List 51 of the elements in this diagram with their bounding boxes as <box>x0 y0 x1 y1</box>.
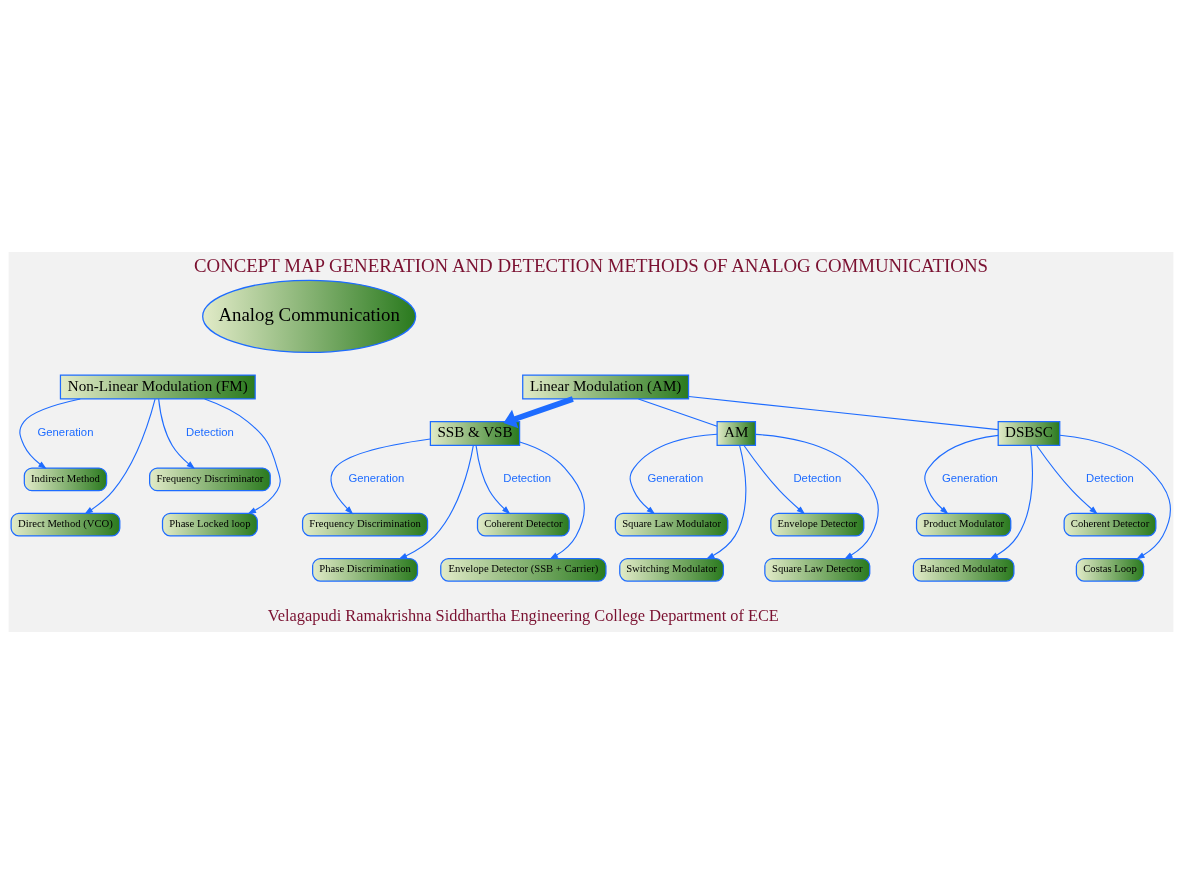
node-box: Phase Discrimination <box>312 557 419 582</box>
arrow <box>1036 444 1098 515</box>
node-box: Switching Modulator <box>619 557 725 582</box>
arrow <box>503 396 574 429</box>
caption: Velagapudi Ramakrishna Siddhartha Engineering College Department of ECE <box>267 605 779 625</box>
node-box: Phase Locked loop <box>161 512 258 537</box>
arrow <box>924 434 999 515</box>
label: Generation <box>647 472 704 485</box>
node-box: AM <box>716 420 757 447</box>
connector <box>688 396 999 431</box>
node-box: Envelope Detector (SSB + Carrier) <box>440 557 607 582</box>
node-box: Coherent Detector <box>476 512 570 537</box>
arrow <box>1059 434 1171 560</box>
node-box: Envelope Detector <box>770 512 865 537</box>
node-box: Square Law Detector <box>764 557 871 582</box>
label: Generation <box>941 472 998 485</box>
arrow <box>519 441 585 560</box>
connector <box>637 398 718 427</box>
node-box: Costas Loop <box>1075 557 1145 582</box>
node-box: Product Modulator <box>915 512 1012 537</box>
label: Generation <box>37 426 94 439</box>
node-box: DSBSC <box>997 420 1061 447</box>
node-box: Coherent Detector <box>1063 512 1157 537</box>
node-box: Balanced Modulator <box>912 557 1015 582</box>
arrow <box>204 398 281 515</box>
arrow <box>475 445 511 515</box>
node-box: Square Law Modulator <box>614 512 729 537</box>
arrow <box>629 433 718 515</box>
arrow <box>398 444 474 560</box>
label: Detection <box>186 426 234 439</box>
arrow <box>755 433 879 560</box>
node-box: Frequency Discriminator <box>149 467 271 492</box>
node-box: SSB & VSB <box>429 420 521 447</box>
diagram-title: CONCEPT MAP GENERATION AND DETECTION METHODS OF ANALOG COMMUNICATIONS <box>194 255 988 277</box>
node-box: Non-Linear Modulation (FM) <box>59 374 256 400</box>
label: Detection <box>793 472 842 485</box>
label: Detection <box>1086 472 1134 485</box>
node-box: Indirect Method <box>23 467 108 492</box>
arrow <box>989 445 1034 560</box>
arrow <box>19 398 81 469</box>
arrow <box>743 444 806 515</box>
arrow <box>330 438 431 515</box>
label: Detection <box>503 472 551 485</box>
node-box: Frequency Discrimination <box>301 512 429 537</box>
node-ellipse: Analog Communication <box>202 279 417 354</box>
arrow <box>158 398 196 470</box>
arrow <box>84 398 156 515</box>
node-box: Direct Method (VCO) <box>10 512 121 537</box>
label: Generation <box>348 472 405 485</box>
arrow <box>705 445 747 560</box>
node-box: Linear Modulation (AM) <box>522 374 690 400</box>
